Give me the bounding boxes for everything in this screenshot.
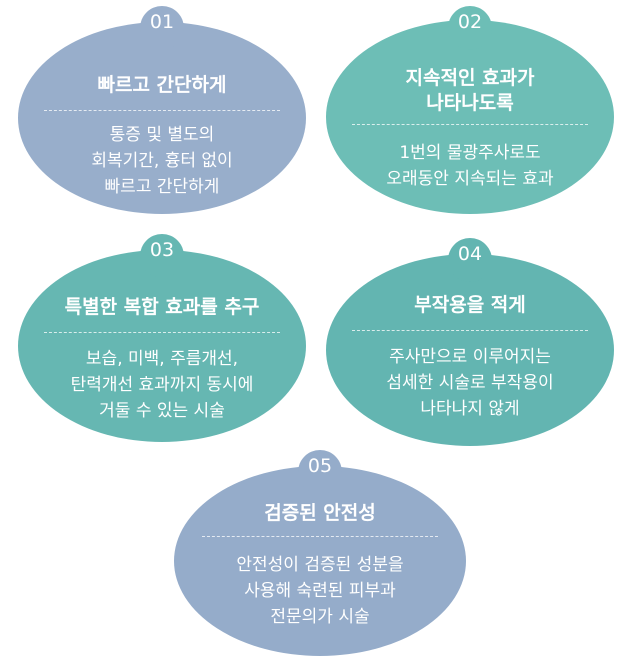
divider	[44, 110, 280, 111]
card-title: 부작용을 적게	[414, 294, 526, 316]
divider	[352, 124, 588, 125]
card-title: 특별한 복합 효과를 추구	[64, 296, 260, 318]
number-badge: 02	[448, 6, 492, 50]
divider	[202, 536, 438, 537]
feature-card-04: 04 부작용을 적게 주사만으로 이루어지는 섬세한 시술로 부작용이 나타나지…	[326, 238, 614, 446]
feature-card-03: 03 특별한 복합 효과를 추구 보습, 미백, 주름개선, 탄력개선 효과까지…	[18, 234, 306, 442]
card-title: 검증된 안전성	[264, 502, 376, 524]
card-title: 빠르고 간단하게	[97, 74, 227, 96]
number-badge: 03	[140, 234, 184, 278]
feature-card-02: 02 지속적인 효과가 나타나도록 1번의 물광주사로도 오래동안 지속되는 효…	[326, 6, 614, 214]
divider	[44, 332, 280, 333]
feature-card-01: 01 빠르고 간단하게 통증 및 별도의 회복기간, 흉터 없이 빠르고 간단하…	[18, 6, 306, 214]
card-description: 안전성이 검증된 성분을 사용해 숙련된 피부과 전문의가 시술	[236, 555, 404, 627]
number-badge: 01	[140, 6, 184, 50]
card-description: 주사만으로 이루어지는 섬세한 시술로 부작용이 나타나지 않게	[386, 347, 554, 419]
number-badge: 05	[298, 450, 342, 494]
number-badge: 04	[448, 238, 492, 282]
feature-card-05: 05 검증된 안전성 안전성이 검증된 성분을 사용해 숙련된 피부과 전문의가…	[174, 450, 466, 656]
divider	[352, 330, 588, 331]
card-title: 지속적인 효과가 나타나도록	[405, 67, 535, 114]
card-description: 통증 및 별도의 회복기간, 흉터 없이 빠르고 간단하게	[91, 125, 233, 197]
card-description: 보습, 미백, 주름개선, 탄력개선 효과까지 동시에 거둘 수 있는 시술	[70, 349, 254, 421]
card-description: 1번의 물광주사로도 오래동안 지속되는 효과	[386, 143, 554, 189]
